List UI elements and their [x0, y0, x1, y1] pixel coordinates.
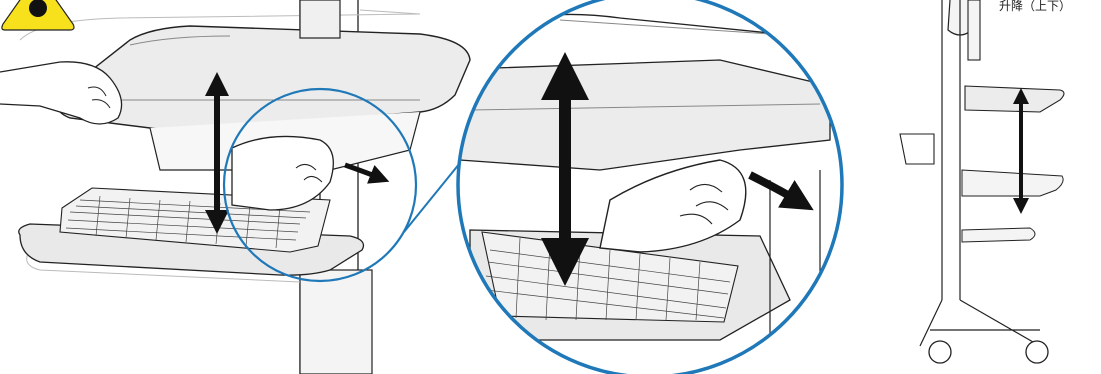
cart-wheel-rear: [1026, 341, 1048, 363]
lever-arrow-left: [345, 165, 380, 178]
left-hand: [0, 62, 122, 124]
column-lower: [300, 270, 372, 374]
warning-triangle-icon: [2, 0, 74, 30]
panel-right-full-cart: [900, 0, 1064, 363]
panel-left-cart-closeup: [0, 0, 470, 374]
lift-direction-caption: 升降（上下）: [999, 0, 1071, 14]
panel-zoom-circle: [440, 0, 860, 374]
zoom-connector: [404, 158, 464, 232]
cart-wheel-front: [929, 341, 951, 363]
column-top: [300, 0, 340, 38]
